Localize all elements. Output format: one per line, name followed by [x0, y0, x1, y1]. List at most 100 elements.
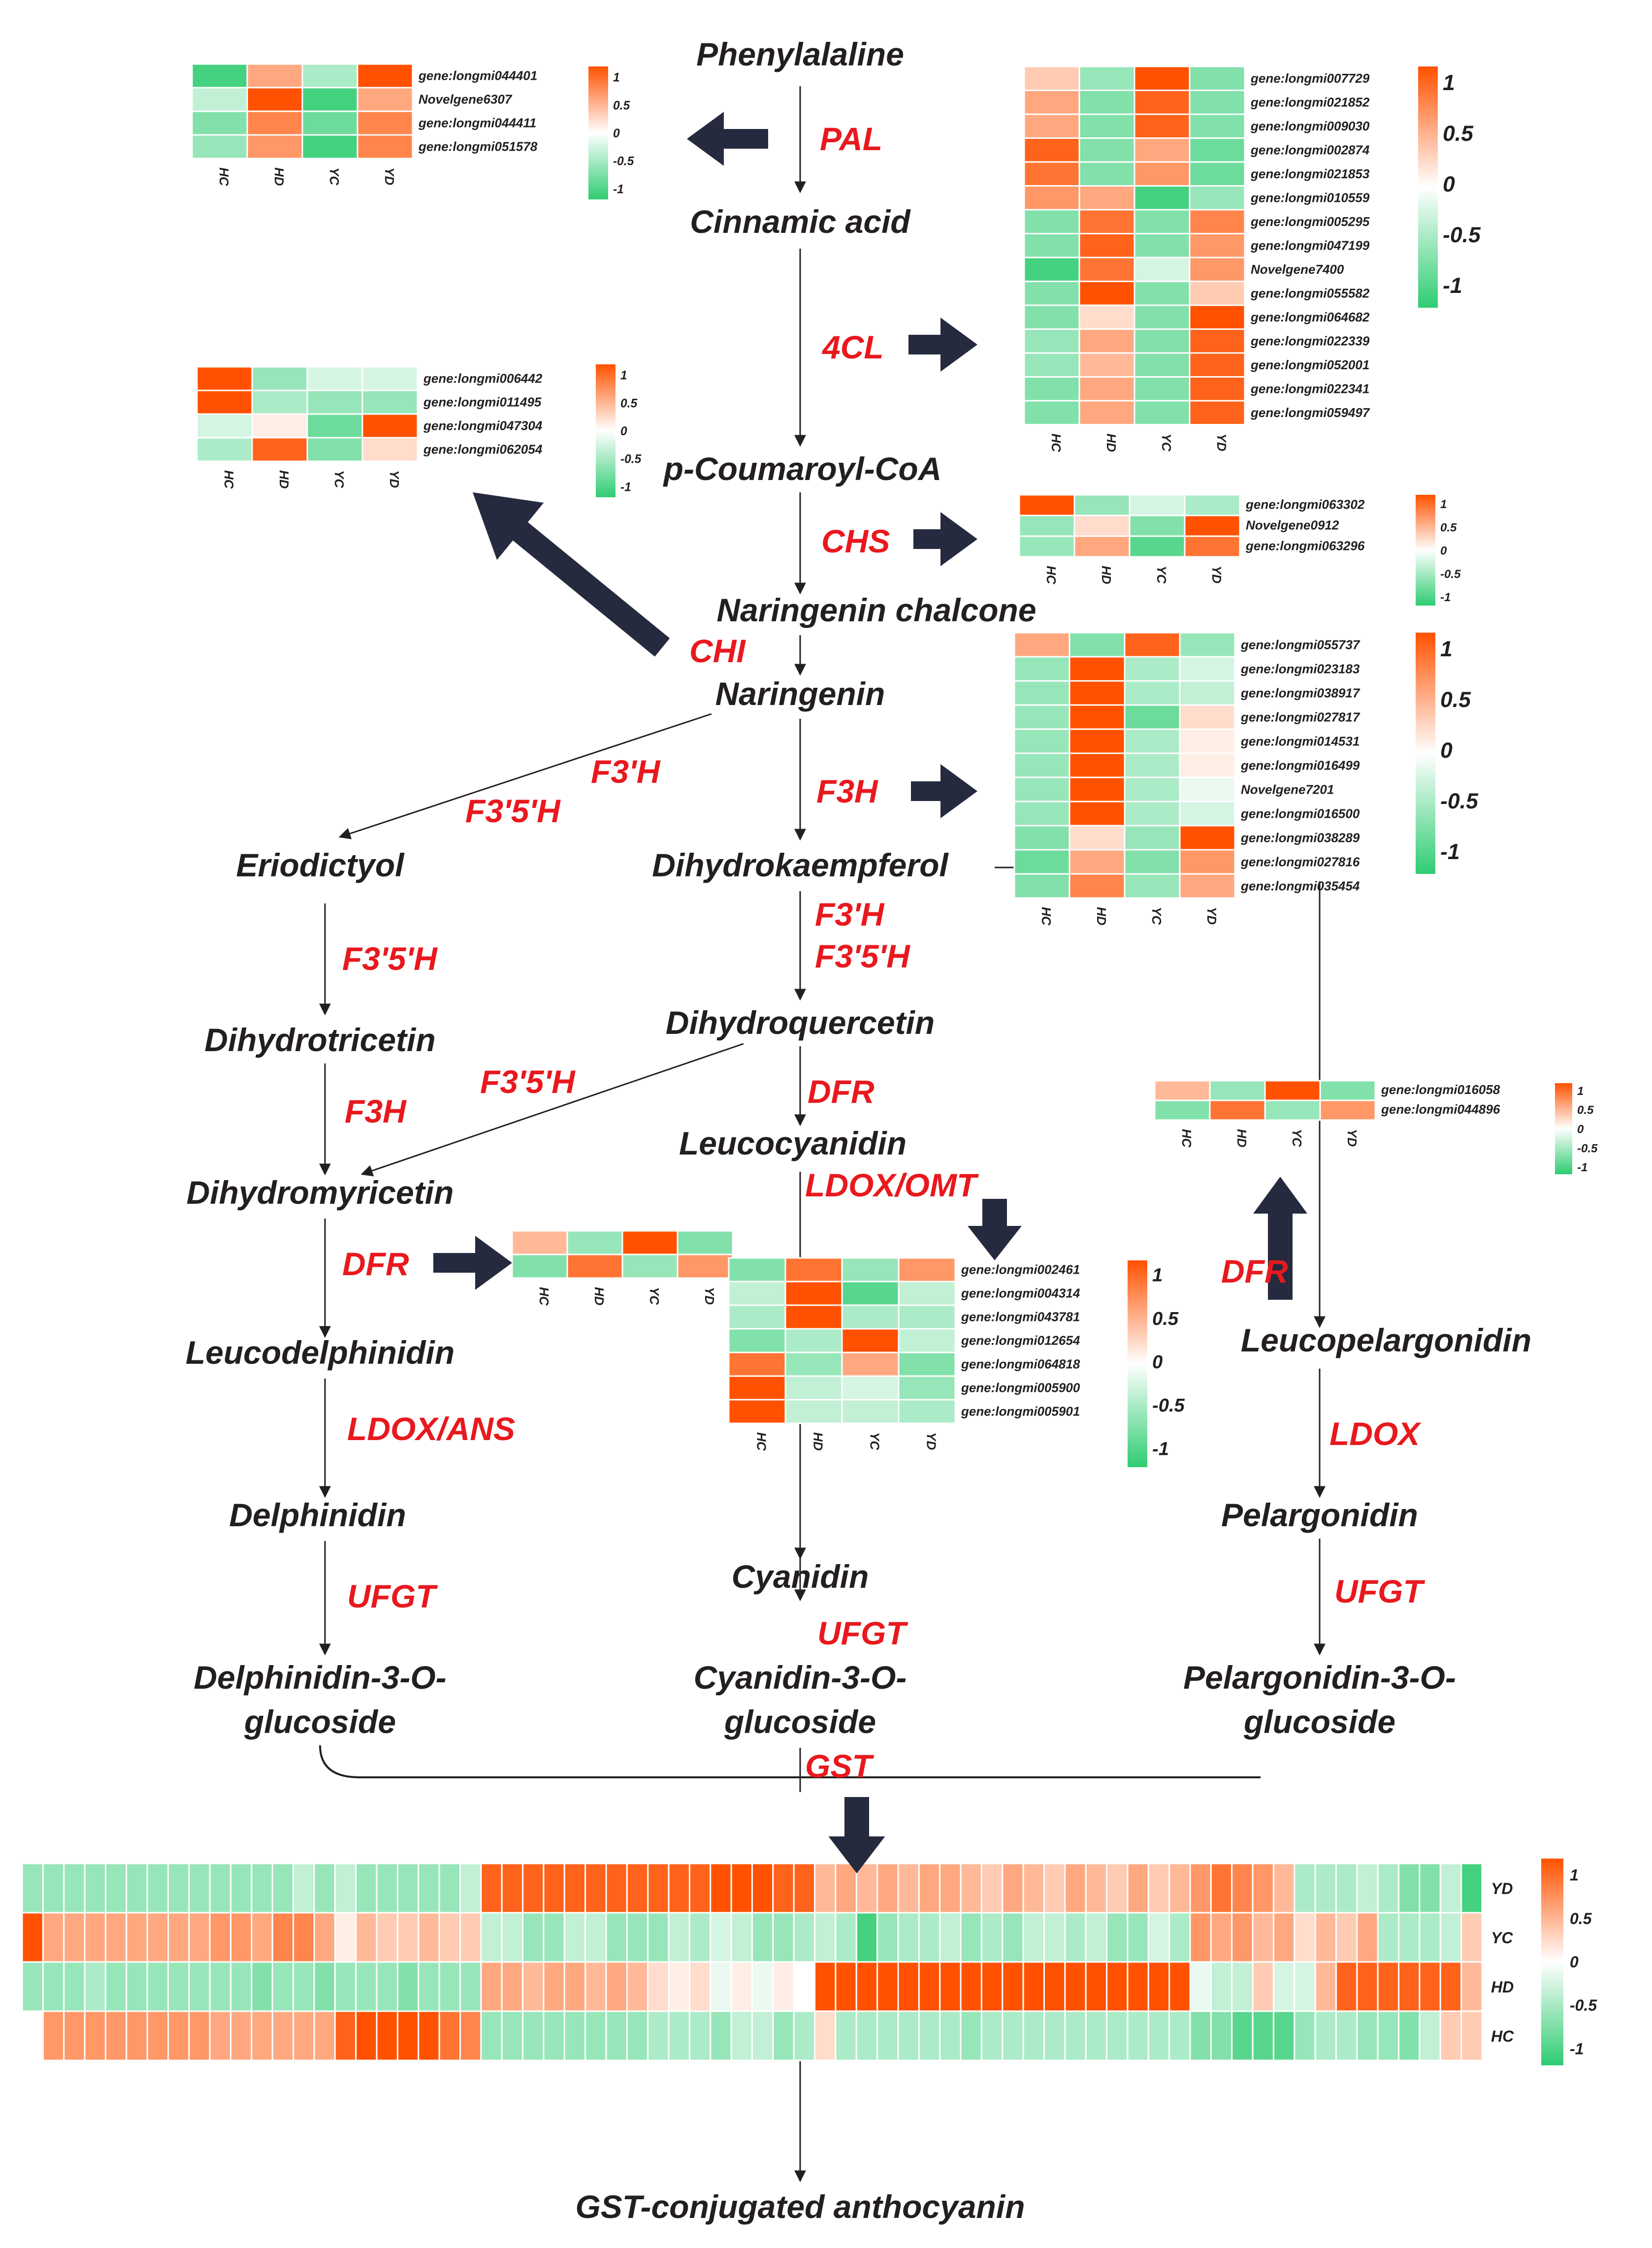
heatmap-cell-gst: [459, 2010, 482, 2061]
heatmap-cell-c4l: [1078, 113, 1135, 139]
heatmap-cell-f3h: [1124, 704, 1181, 730]
heatmap-cell-gst: [855, 1863, 878, 1914]
heatmap-cell-c4l: [1134, 376, 1191, 402]
enzyme-dfr-a: DFR: [808, 1073, 875, 1110]
enzyme-ldox-ans: LDOX/ANS: [347, 1411, 515, 1447]
heatmap-cell-gst: [21, 1912, 44, 1963]
heatmap-cell-gst: [1085, 1863, 1108, 1914]
color-legend-tick: 0.5: [1152, 1308, 1179, 1329]
heatmap-column-label: YD: [382, 167, 397, 185]
heatmap-cell-f3h: [1069, 849, 1126, 875]
heatmap-cell-gst: [1356, 1863, 1379, 1914]
heatmap-cell-c4l: [1078, 257, 1135, 282]
heatmap-row-label: gene:longmi044411: [418, 116, 536, 130]
heatmap-cell-chi: [306, 437, 363, 462]
heatmap-row-label: gene:longmi064682: [1250, 310, 1370, 324]
heatmap-cell-dfr_del: [677, 1253, 734, 1279]
heatmap-cell-pal: [246, 134, 303, 160]
heatmap-cell-gst: [438, 1961, 461, 2012]
heatmap-row-label: gene:longmi009030: [1250, 119, 1370, 133]
heatmap-cell-c4l: [1134, 90, 1191, 115]
heatmap-cell-gst: [939, 2010, 962, 2061]
heatmap-column-label: YC: [327, 167, 342, 186]
heatmap-cell-chs: [1129, 494, 1186, 516]
heatmap-row-label: gene:longmi002461: [961, 1262, 1080, 1277]
heatmap-cell-ldox_omt: [898, 1351, 956, 1377]
heatmap-cell-gst: [1272, 1961, 1296, 2012]
heatmap-cell-ldox_omt: [728, 1328, 786, 1353]
compound-pelargonidin-glucoside-line2: glucoside: [1243, 1703, 1395, 1740]
heatmap-row-label: gene:longmi012654: [961, 1333, 1080, 1348]
heatmap-cell-gst: [1335, 2010, 1358, 2061]
heatmap-cell-gst: [772, 1863, 795, 1914]
heatmap-cell-gst: [793, 1912, 816, 1963]
heatmap-cell-gst: [313, 2010, 336, 2061]
heatmap-cell-gst: [1189, 2010, 1212, 2061]
heatmap-cell-gst: [1168, 1863, 1191, 1914]
heatmap-cell-ldox_omt: [728, 1281, 786, 1306]
heatmap-cell-c4l: [1134, 400, 1191, 425]
heatmap-cell-c4l: [1078, 376, 1135, 402]
heatmap-cell-gst: [334, 1912, 357, 1963]
heatmap-cell-gst: [1377, 1863, 1400, 1914]
block-arrow-dfr-del: [433, 1236, 512, 1290]
heatmap-cell-gst: [668, 2010, 690, 2061]
heatmap-cell-gst: [251, 1961, 273, 2012]
heatmap-column-label: HC: [537, 1287, 551, 1306]
heatmap-row-label: gene:longmi027817: [1240, 709, 1360, 724]
heatmap-cell-gst: [1294, 1863, 1316, 1914]
heatmap-cell-gst: [1231, 2010, 1254, 2061]
heatmap-cell-gst: [334, 2010, 357, 2061]
heatmap-cell-chi: [196, 437, 253, 462]
heatmap-cell-c4l: [1023, 137, 1080, 163]
heatmap-cell-gst: [459, 1863, 482, 1914]
heatmap-cell-gst: [980, 1912, 1004, 1963]
heatmap-cell-pal: [301, 87, 358, 112]
heatmap-cell-gst: [918, 2010, 941, 2061]
heatmap-cell-f3h: [1124, 776, 1181, 803]
heatmap-column-label: HD: [277, 470, 292, 489]
heatmap-cell-gst: [1168, 2010, 1191, 2061]
compound-gst-anthocyanin: GST-conjugated anthocyanin: [575, 2188, 1025, 2225]
heatmap-cell-f3h: [1124, 680, 1181, 706]
heatmap-cell-gst: [396, 2010, 420, 2061]
heatmap-cell-gst: [230, 1863, 253, 1914]
heatmap-cell-gst: [271, 1912, 294, 1963]
heatmap-cell-gst: [188, 1912, 211, 1963]
heatmap-cell-ldox_omt: [784, 1399, 843, 1424]
heatmap-cell-gst: [104, 1863, 128, 1914]
heatmap-cell-gst: [1147, 1912, 1170, 1963]
heatmap-cell-dfr_pel: [1264, 1080, 1321, 1101]
heatmap-column-label: YD: [1214, 434, 1229, 451]
heatmap-cell-c4l: [1134, 281, 1191, 306]
color-legend-tick: -0.5: [1440, 789, 1479, 813]
heatmap-column-label: YC: [1159, 434, 1174, 452]
color-legend-tick: -1: [1443, 274, 1462, 298]
enzyme-ufgt-b: UFGT: [817, 1615, 908, 1651]
heatmap-cell-chi: [361, 437, 419, 462]
heatmap-cell-gst: [188, 1961, 211, 2012]
enzyme-dfr-b: DFR: [342, 1246, 409, 1282]
heatmap-cell-gst: [104, 1912, 128, 1963]
heatmap-cell-gst: [543, 1961, 565, 2012]
compound-coumaroyl-coa: p-Coumaroyl-CoA: [663, 450, 942, 487]
heatmap-cell-gst: [355, 1961, 378, 2012]
heatmap-f3h: gene:longmi055737gene:longmi023183gene:l…: [1013, 632, 1479, 926]
heatmap-cell-gst: [146, 1863, 169, 1914]
heatmap-column-label: HC: [217, 167, 231, 187]
heatmap-cell-ldox_omt: [898, 1375, 956, 1401]
heatmap-cell-chs: [1184, 514, 1241, 537]
heatmap-cell-c4l: [1189, 328, 1246, 354]
color-legend-tick: -1: [613, 183, 624, 196]
heatmap-cell-gst: [355, 1912, 378, 1963]
heatmap-cell-chs: [1073, 494, 1131, 516]
heatmap-cell-f3h: [1069, 680, 1126, 706]
enzyme-f3h-b: F3'H: [815, 896, 885, 932]
heatmap-cell-gst: [1335, 1863, 1358, 1914]
heatmap-cell-gst: [897, 1961, 920, 2012]
heatmap-cell-f3h: [1179, 801, 1236, 827]
heatmap-cell-chi: [361, 413, 419, 439]
heatmap-cell-ldox_omt: [728, 1375, 786, 1401]
heatmap-cell-dfr_del: [511, 1253, 568, 1279]
heatmap-cell-gst: [1460, 1863, 1483, 1914]
